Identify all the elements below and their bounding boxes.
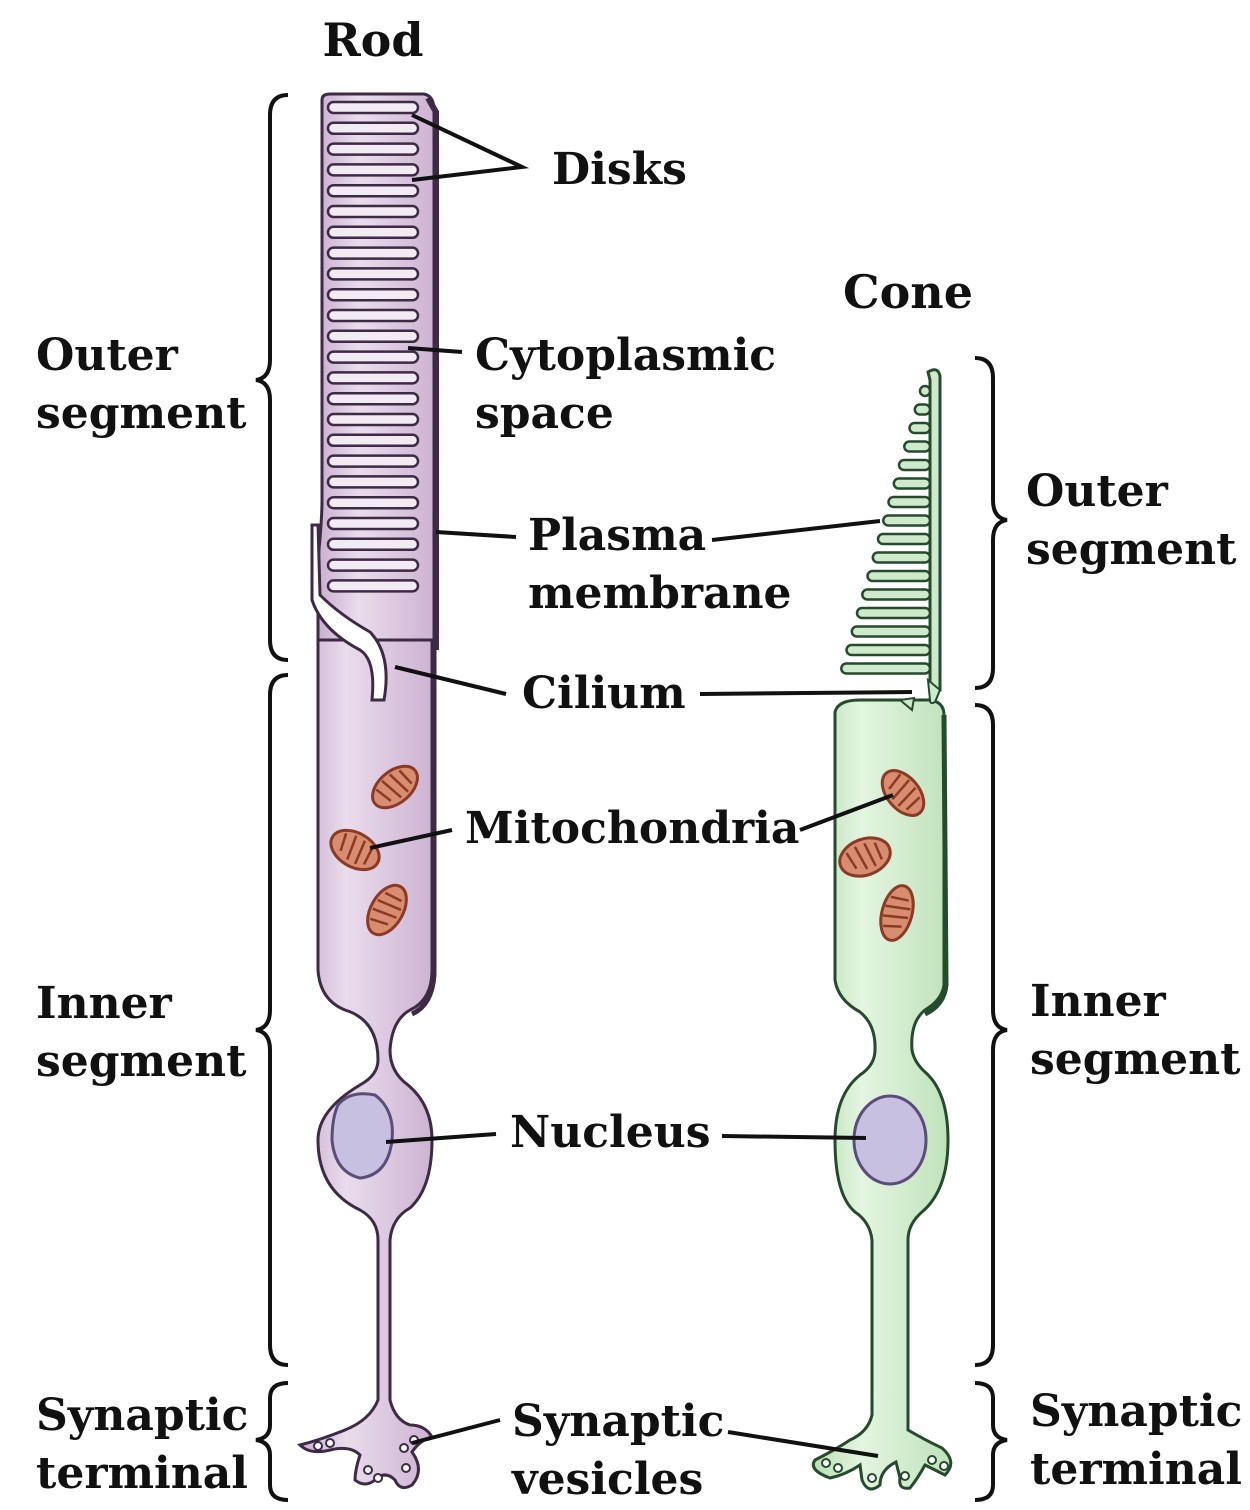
rod-disk (328, 476, 418, 487)
left-inner-label-1: Inner (36, 978, 173, 1029)
rod-disk (328, 331, 418, 342)
right-inner-label-1: Inner (1030, 976, 1167, 1027)
rod-disk (328, 352, 418, 363)
cone-fold (857, 608, 930, 618)
left-synaptic-label-2: terminal (36, 1448, 248, 1499)
left-outer-label-2: segment (36, 388, 247, 439)
cone-fold (894, 479, 930, 489)
rod-title: Rod (322, 13, 423, 67)
cytoplasmic-label-2: space (475, 388, 614, 439)
right-synaptic-label-2: terminal (1030, 1444, 1242, 1495)
left-braces (256, 95, 288, 1500)
rod-disk (328, 248, 418, 259)
rod-disk (328, 372, 418, 383)
right-inner-brace (975, 705, 1007, 1365)
cilium-cone-leader (700, 692, 912, 694)
cone-fold (873, 553, 930, 563)
cone-fold (899, 460, 930, 470)
right-inner-label-2: segment (1030, 1034, 1241, 1085)
cone-fold (847, 645, 931, 655)
cone-fold (910, 423, 931, 433)
cone-fold (889, 497, 931, 507)
rod-disk (328, 185, 418, 196)
cone-fold (904, 442, 930, 452)
right-synaptic-brace (975, 1383, 1007, 1500)
nucleus-cone-leader (722, 1136, 866, 1138)
cone-fold (852, 627, 930, 637)
mitochondria-label: Mitochondria (465, 803, 799, 854)
cone-fold (878, 534, 930, 544)
vesicles-label-1: Synaptic (512, 1396, 724, 1447)
rod-disk (328, 580, 418, 591)
left-synaptic-label-1: Synaptic (36, 1390, 248, 1441)
rod-disk (328, 497, 418, 508)
plasma-cone-leader (712, 521, 880, 540)
vesicles-label-2: vesicles (511, 1454, 703, 1505)
rod-disk (328, 435, 418, 446)
rod-disk (328, 518, 418, 529)
plasma-rod-leader (436, 532, 516, 537)
rod-disk (328, 393, 418, 404)
right-synaptic-label-1: Synaptic (1030, 1386, 1242, 1437)
right-braces (975, 358, 1007, 1500)
cone-outer-spine (928, 370, 940, 690)
cone-cell (813, 370, 951, 1489)
cone-fold (883, 516, 930, 526)
rod-disk (328, 206, 418, 217)
cone-fold (920, 386, 930, 396)
rod-cell (300, 94, 436, 1488)
rod-disk (328, 414, 418, 425)
rod-disk (328, 227, 418, 238)
disks-label: Disks (552, 144, 687, 195)
plasma-label-1: Plasma (528, 510, 706, 561)
cone-fold (841, 664, 930, 674)
right-outer-label-2: segment (1026, 524, 1237, 575)
left-outer-label-1: Outer (36, 330, 179, 381)
rod-disk (328, 289, 418, 300)
cone-outer-segment (841, 370, 940, 690)
cilium-label: Cilium (522, 668, 686, 719)
rod-disk (328, 456, 418, 467)
cone-fold (915, 405, 930, 415)
rod-disk (328, 123, 418, 134)
right-outer-brace (975, 358, 1007, 688)
rod-disk (328, 310, 418, 321)
left-inner-label-2: segment (36, 1036, 247, 1087)
plasma-label-2: membrane (528, 568, 792, 619)
cone-title: Cone (843, 265, 973, 319)
rod-disk (328, 102, 418, 113)
rod-disk (328, 539, 418, 550)
rod-disk (328, 268, 418, 279)
cone-fold (862, 590, 930, 600)
rod-disk (328, 560, 418, 571)
right-outer-label-1: Outer (1026, 466, 1169, 517)
cone-fold (868, 571, 931, 581)
cone-nucleus (854, 1096, 926, 1184)
left-outer-brace (256, 95, 288, 660)
cytoplasmic-label-1: Cytoplasmic (475, 330, 776, 381)
rod-nucleus (332, 1094, 392, 1178)
rod-disk (328, 144, 418, 155)
leader-lines (370, 115, 912, 1456)
left-synaptic-brace (256, 1383, 288, 1500)
nucleus-label: Nucleus (510, 1107, 710, 1158)
rod-disk (328, 164, 418, 175)
left-inner-brace (256, 675, 288, 1365)
